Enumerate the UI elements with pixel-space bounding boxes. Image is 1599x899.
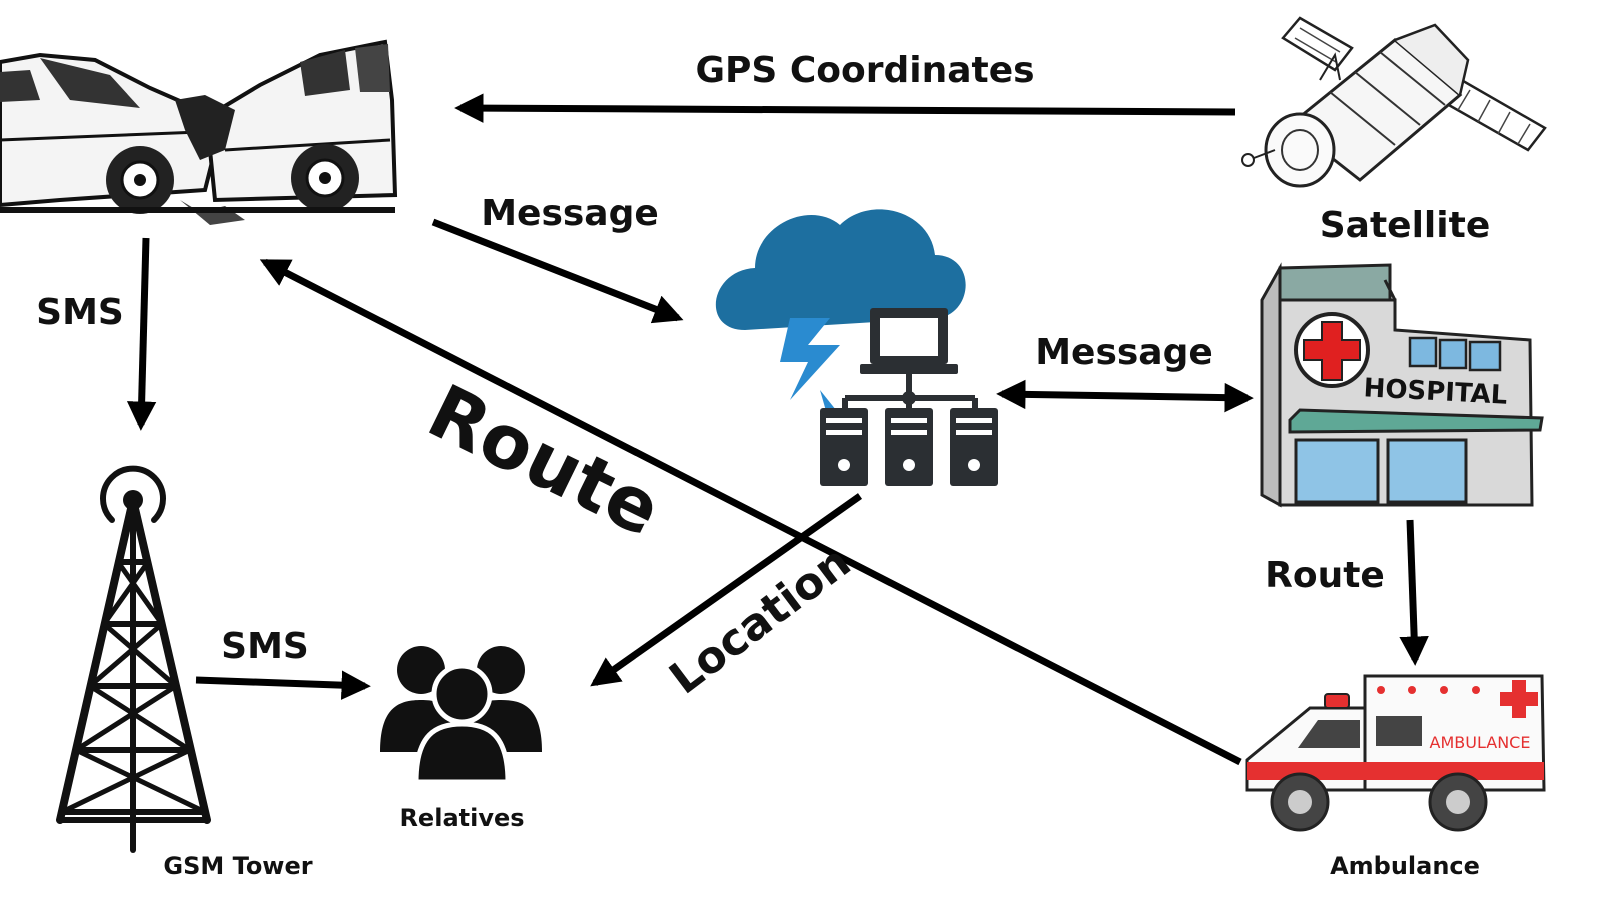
gsm-tower-icon xyxy=(56,465,211,853)
message-label-car-to-cloud: Message xyxy=(481,193,659,234)
sms-arrow-tower-to-relatives xyxy=(195,670,371,700)
message-arrow-cloud-hospital xyxy=(996,379,1254,413)
route-label-right: Route xyxy=(1265,555,1385,596)
location-label: Location xyxy=(660,536,860,704)
sms-label-left: SMS xyxy=(36,292,124,333)
route-label-big: Route xyxy=(415,368,674,553)
relatives-label: Relatives xyxy=(399,804,524,832)
sms-arrow-car-to-tower xyxy=(126,237,157,431)
ambulance-label: Ambulance xyxy=(1330,852,1480,880)
cloud-server-network-icon xyxy=(715,209,998,486)
gps-arrow xyxy=(454,93,1236,123)
ambulance-sign: AMBULANCE xyxy=(1430,733,1531,752)
crashed-cars-icon xyxy=(0,39,398,225)
route-arrow-ambulance-to-car xyxy=(259,258,1242,766)
message-label-cloud-hospital: Message xyxy=(1035,332,1213,373)
gps-coordinates-label: GPS Coordinates xyxy=(695,50,1034,91)
hospital-building-icon: HOSPITAL xyxy=(1260,262,1544,508)
people-group-icon xyxy=(380,646,542,785)
message-arrow-car-to-cloud xyxy=(431,218,684,324)
location-arrow-cloud-to-relatives xyxy=(590,493,863,687)
satellite-icon xyxy=(1241,16,1547,188)
sms-label-bottom: SMS xyxy=(221,626,309,667)
ambulance-icon: AMBULANCE xyxy=(1245,674,1546,832)
route-arrow-hospital-to-ambulance xyxy=(1399,519,1429,666)
satellite-label: Satellite xyxy=(1320,205,1491,246)
gsm-tower-label: GSM Tower xyxy=(163,852,312,880)
